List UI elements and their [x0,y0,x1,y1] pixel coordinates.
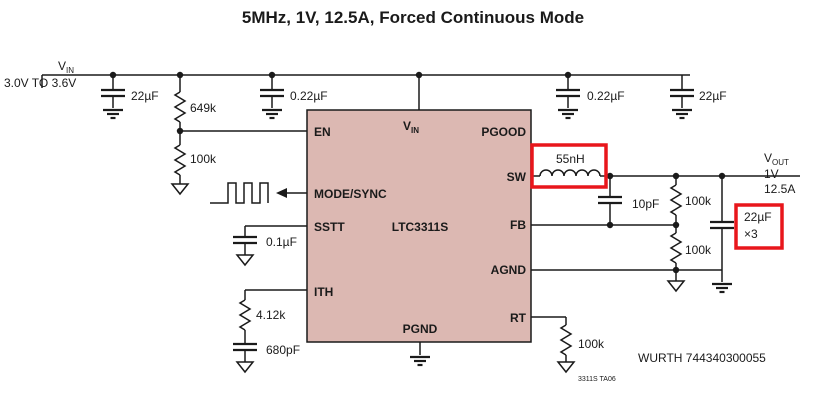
c-ith-value: 680pF [266,343,300,357]
inductor-highlight-box [530,143,608,189]
sw-output-path [531,169,800,180]
c-in1-value: 22µF [131,89,159,103]
pin-mode-sync: MODE/SYNC [314,187,387,201]
input-capacitor-2 [668,75,696,120]
c-vin-value: 0.22µF [290,89,328,103]
pin-sw: SW [507,170,527,184]
bypass-capacitor-right [554,75,582,120]
c-out-value: 22µF [744,210,772,224]
pin-agnd: AGND [491,263,527,277]
ith-compensation [231,289,307,373]
c-out-multiplier: ×3 [744,227,758,241]
r-fb-bot-value: 100k [685,243,712,257]
r-rt-value: 100k [578,337,605,351]
vout-voltage: 1V [764,167,779,181]
soft-start-capacitor [231,225,307,266]
inductor-part-number: WURTH 744340300055 [638,351,766,365]
c-mid-value: 0.22µF [587,89,625,103]
pin-sstt: SSTT [314,220,345,234]
vin-range: 3.0V TO 3.6V [4,76,76,90]
ic-body [306,109,532,343]
rt-resistor [531,316,575,373]
pin-vin: VIN [403,119,419,135]
pin-pgnd: PGND [403,322,438,336]
r-ith-value: 4.12k [256,308,286,322]
vout-label: VOUT [764,151,789,167]
r-en-top-value: 649k [190,101,217,115]
agnd-wire [531,266,722,274]
output-capacitors [708,176,736,294]
inductor-value: 55nH [556,152,585,166]
r-en-bot-value: 100k [190,152,217,166]
figure-title: 5MHz, 1V, 12.5A, Forced Continuous Mode [242,8,584,27]
pin-rt: RT [510,311,527,325]
pin-fb: FB [510,218,526,232]
c-in2-value: 22µF [699,89,727,103]
ic-part-number: LTC3311S [392,220,448,234]
pin-ith: ITH [314,285,333,299]
vin-label: VIN [58,59,74,75]
r-fb-top-value: 100k [685,194,712,208]
clock-waveform-icon [210,182,307,204]
en-divider [171,75,307,195]
pin-pgood: PGOOD [481,125,526,139]
vin-bypass-capacitor [258,75,286,120]
vout-current: 12.5A [764,182,795,196]
pin-en: EN [314,125,331,139]
c-ff-value: 10pF [632,197,659,211]
output-cap-highlight-box [734,203,784,250]
input-capacitor-1 [99,75,127,120]
c-ss-value: 0.1µF [266,235,297,249]
feedback-divider [531,176,685,292]
pgnd-ground [408,342,432,367]
figure-id: 3311S TA06 [578,376,616,383]
feedforward-capacitor [596,176,624,225]
